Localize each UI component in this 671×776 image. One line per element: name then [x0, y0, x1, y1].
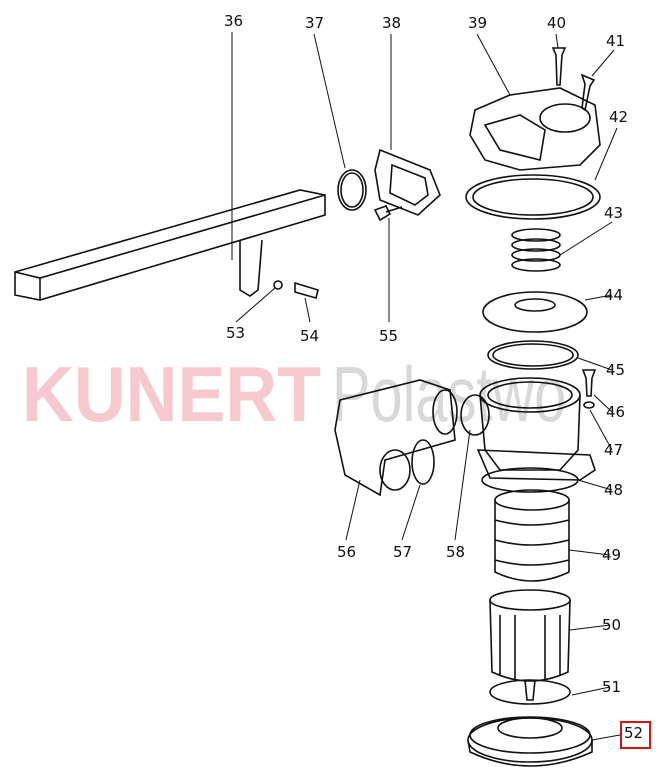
callout-58: 58 [446, 543, 466, 561]
callout-36: 36 [224, 12, 244, 30]
part-39-cover [469, 87, 601, 171]
part-56-elbow [334, 379, 456, 497]
part-42-gasket [465, 174, 601, 220]
callout-54: 54 [300, 327, 320, 345]
part-52-base [467, 716, 593, 767]
part-43-spring [511, 228, 561, 272]
callout-44: 44 [604, 286, 624, 304]
part-58-body [460, 377, 596, 481]
callout-55: 55 [379, 327, 399, 345]
callout-39: 39 [468, 14, 488, 32]
highlight-box [620, 721, 651, 749]
part-46-screw [581, 369, 597, 397]
part-49-piston [494, 489, 570, 582]
callout-41: 41 [606, 32, 626, 50]
part-50-cylinder [489, 589, 571, 682]
callout-48: 48 [604, 481, 624, 499]
callout-45: 45 [606, 361, 626, 379]
callout-50: 50 [602, 616, 622, 634]
callout-43: 43 [604, 204, 624, 222]
callout-37: 37 [305, 14, 325, 32]
watermark-brand: KUNERT [22, 350, 321, 438]
leader-lines [231, 32, 621, 741]
part-53-washer [273, 280, 283, 290]
callout-52: 52 [624, 724, 644, 742]
part-37-ring [337, 169, 367, 211]
part-40-screw [551, 47, 567, 86]
part-57-ring [411, 439, 435, 485]
callout-47: 47 [604, 441, 624, 459]
part-41-screw [580, 73, 596, 112]
part-44-diaphragm [482, 291, 588, 333]
part-55-screw [373, 205, 403, 222]
watermark-suffix: Polastwo [332, 350, 567, 438]
part-45-ring [487, 340, 579, 370]
callout-40: 40 [547, 14, 567, 32]
part-54-bolt [294, 281, 319, 299]
callout-46: 46 [606, 403, 626, 421]
callout-49: 49 [602, 546, 622, 564]
part-51-ring [489, 679, 571, 705]
callout-53: 53 [226, 324, 246, 342]
callout-42: 42 [609, 108, 629, 126]
callout-57: 57 [393, 543, 413, 561]
callout-56: 56 [337, 543, 357, 561]
callout-51: 51 [602, 678, 622, 696]
part-36-handle [14, 189, 326, 301]
part-38-gasket [374, 148, 441, 216]
part-47-washer [583, 401, 595, 409]
callout-38: 38 [382, 14, 402, 32]
